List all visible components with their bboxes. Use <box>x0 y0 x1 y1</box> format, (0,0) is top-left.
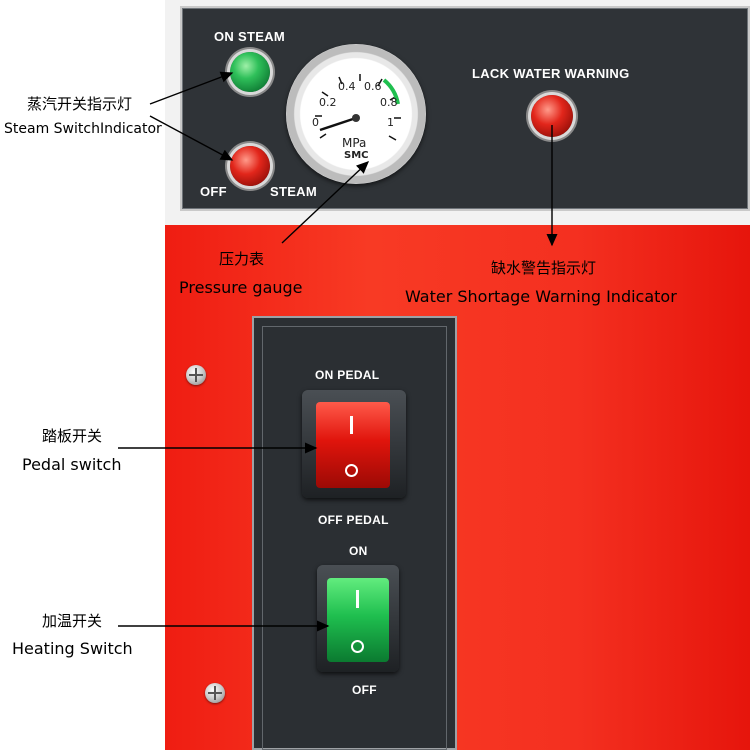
gauge-tick-label: 1 <box>387 116 394 129</box>
pedal-rocker-switch[interactable] <box>316 402 390 488</box>
steam-label: STEAM <box>270 184 317 199</box>
heating-rocker-switch[interactable] <box>327 578 389 662</box>
screw-icon <box>205 683 225 703</box>
on-symbol-icon <box>356 590 359 608</box>
pressure-gauge-callout-en: Pressure gauge <box>179 278 303 297</box>
gauge-tick-label: 0.2 <box>319 96 337 109</box>
gauge-tick-label: 0.6 <box>364 80 382 93</box>
steam-off-indicator-lamp <box>230 146 270 186</box>
steam-indicator-callout-en: Steam SwitchIndicator <box>4 121 162 137</box>
pressure-gauge: 0 0.2 0.4 0.6 0.8 1 MPa SMC <box>286 44 426 184</box>
water-warning-callout-en: Water Shortage Warning Indicator <box>405 287 677 306</box>
heating-off-label: OFF <box>352 683 377 697</box>
on-pedal-label: ON PEDAL <box>315 368 380 382</box>
heating-switch-callout-en: Heating Switch <box>12 639 133 658</box>
on-steam-label: ON STEAM <box>214 29 286 44</box>
off-symbol-icon <box>345 464 358 477</box>
screw-icon <box>186 365 206 385</box>
gauge-dial <box>315 74 401 141</box>
steam-indicator-callout-zh: 蒸汽开关指示灯 <box>27 95 133 113</box>
gauge-brand: SMC <box>344 150 369 161</box>
gauge-unit: MPa <box>342 136 367 150</box>
gauge-tick-label: 0.4 <box>338 80 356 93</box>
lack-water-warning-label: LACK WATER WARNING <box>472 66 630 81</box>
on-symbol-icon <box>350 416 353 434</box>
pressure-gauge-callout-zh: 压力表 <box>219 250 265 268</box>
heating-switch-callout-zh: 加温开关 <box>42 612 103 630</box>
gauge-tick-label: 0.8 <box>380 96 398 109</box>
off-symbol-icon <box>351 640 364 653</box>
gauge-tick-label: 0 <box>312 116 319 129</box>
pedal-switch-callout-zh: 踏板开关 <box>42 427 103 445</box>
steam-on-indicator-lamp <box>230 52 270 92</box>
heating-on-label: ON <box>349 544 368 558</box>
water-warning-callout-zh: 缺水警告指示灯 <box>491 259 597 277</box>
off-label: OFF <box>200 184 227 199</box>
off-pedal-label: OFF PEDAL <box>318 513 389 527</box>
top-control-panel <box>180 6 750 211</box>
pedal-switch-callout-en: Pedal switch <box>22 455 122 474</box>
top-panel-border <box>182 8 748 209</box>
